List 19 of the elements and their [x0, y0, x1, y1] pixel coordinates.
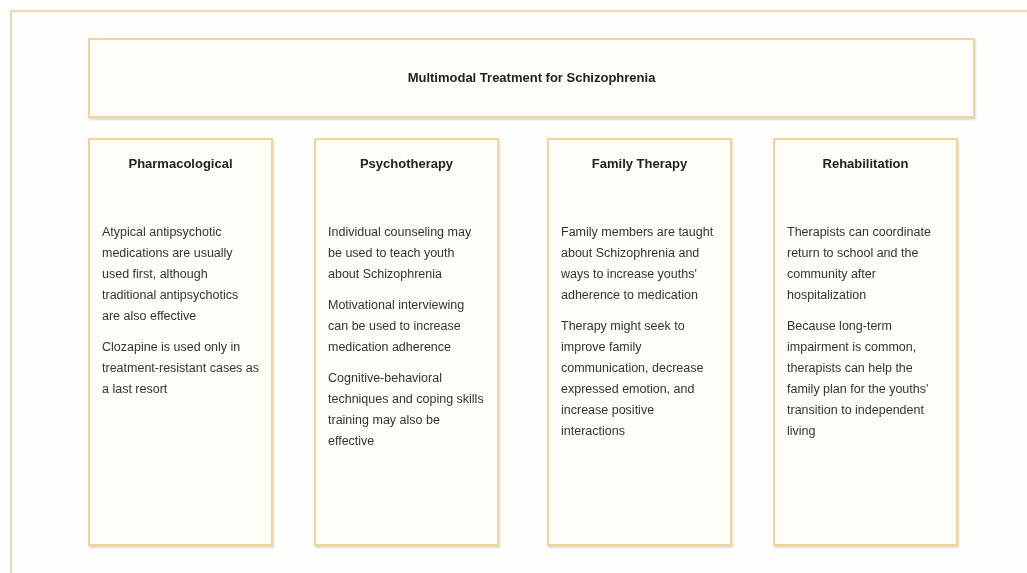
- title-text: Multimodal Treatment for Schizophrenia: [407, 69, 656, 88]
- description-text: Because long-term impairment is common, therapists can help the family plan for the youths' transition to independent living: [787, 317, 930, 440]
- description-text: Individual counseling may be used to teach youth about Schizophrenia: [328, 223, 473, 283]
- title-box: [88, 38, 975, 118]
- category-heading: Family Therapy: [590, 155, 689, 173]
- category-box: [773, 138, 958, 546]
- description-text: Atypical antipsychotic medications are usually used first, although traditional antipsychotics are also effective: [102, 223, 240, 325]
- description-text: Motivational interviewing can be used to increase medication adherence: [328, 296, 466, 356]
- category-heading: Rehabilitation: [821, 155, 910, 173]
- description-text: Therapy might seek to improve family communication, decrease expressed emotion, and increase positive interactions: [561, 317, 705, 440]
- category-box: [547, 138, 732, 546]
- category-box: [88, 138, 273, 546]
- description-text: Cognitive-behavioral techniques and coping skills training may also be effective: [328, 369, 485, 450]
- description-text: Family members are taught about Schizophrenia and ways to increase youths' adherence to medication: [561, 223, 715, 304]
- category-heading: Pharmacological: [127, 155, 234, 173]
- description-text: Therapists can coordinate return to school and the community after hospitalization: [787, 223, 932, 304]
- category-heading: Psychotherapy: [358, 155, 455, 173]
- category-box: [314, 138, 499, 546]
- description-text: Clozapine is used only in treatment-resistant cases as a last resort: [102, 338, 259, 398]
